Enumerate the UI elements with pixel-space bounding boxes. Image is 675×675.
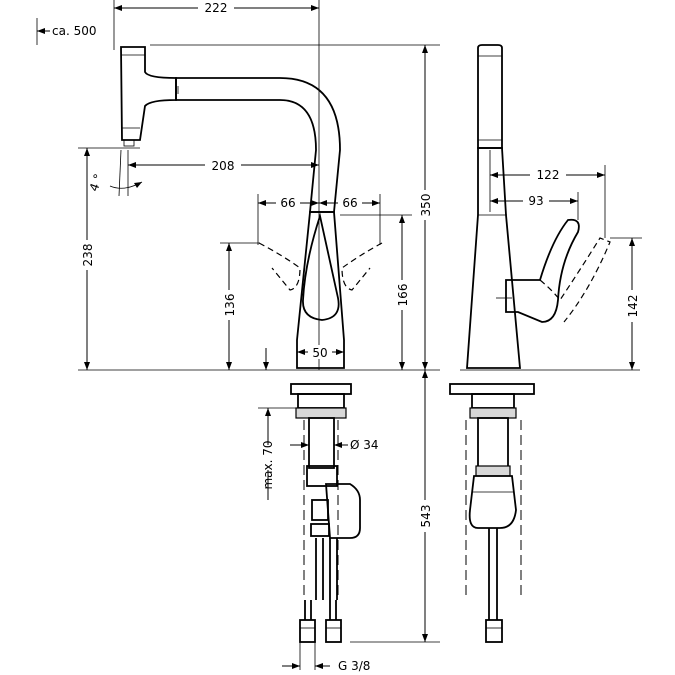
handle-swing-right bbox=[341, 242, 383, 291]
spray-head bbox=[120, 46, 177, 147]
dim-handle-right: 66 bbox=[342, 196, 357, 210]
spout bbox=[175, 77, 341, 213]
spray-head-side bbox=[477, 44, 503, 149]
dim-height-to-outlet: 238 bbox=[81, 244, 95, 267]
dim-reach: 208 bbox=[212, 159, 235, 173]
dim-swivel-angle: 4 ° bbox=[87, 172, 106, 193]
dim-thread: G 3/8 bbox=[338, 659, 370, 673]
front-dimensions: 222 ca. 500 350 208 4 ° 238 bbox=[36, 0, 440, 673]
dim-total-width: 222 bbox=[205, 1, 228, 15]
lever-handle bbox=[302, 212, 340, 321]
dim-hole-diameter: Ø 34 bbox=[350, 438, 379, 452]
dim-handle-left: 66 bbox=[280, 196, 295, 210]
dim-total-height: 350 bbox=[419, 194, 433, 217]
dim-handle-height-center: 136 bbox=[223, 294, 237, 317]
dim-side-handle-height: 142 bbox=[626, 295, 640, 318]
hoses-side bbox=[465, 420, 522, 643]
dim-side-handle-reach: 122 bbox=[537, 168, 560, 182]
dim-handle-height-max: 166 bbox=[396, 284, 410, 307]
side-view bbox=[449, 44, 640, 643]
dim-hose-length: ca. 500 bbox=[52, 24, 96, 38]
mounting-assembly-front bbox=[290, 383, 361, 539]
lever-handle-side bbox=[505, 218, 580, 323]
dim-base-diameter: 50 bbox=[312, 346, 327, 360]
dim-side-handle-distance: 93 bbox=[528, 194, 543, 208]
handle-swing-side bbox=[539, 237, 611, 323]
hoses-front bbox=[299, 420, 342, 643]
faucet-body bbox=[296, 211, 345, 369]
handle-swing-left bbox=[258, 242, 301, 291]
faucet-body-side bbox=[466, 147, 521, 369]
front-view bbox=[78, 46, 440, 643]
dim-connection-length: 543 bbox=[419, 505, 433, 528]
side-dimensions: 122 93 142 bbox=[489, 150, 642, 370]
mounting-assembly-side bbox=[449, 383, 535, 529]
dim-max-counter-thickness: max. 70 bbox=[261, 440, 275, 489]
